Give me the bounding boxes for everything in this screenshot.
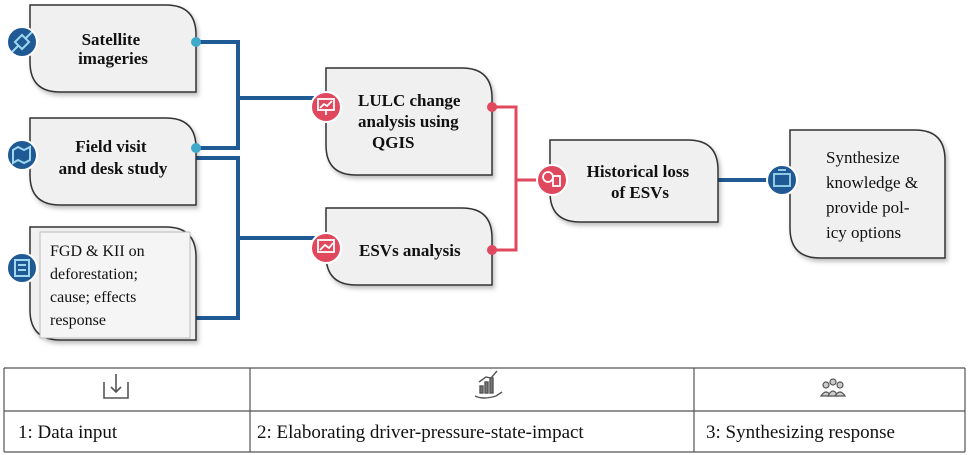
synthesize-box: Synthesize knowledge & provide pol- icy … [766, 129, 946, 259]
svg-text:Satellite imageries: Satellite imageries [78, 30, 148, 68]
analysis-box-lulc: LULC change analysis using QGIS [310, 67, 497, 176]
connector-lulc-to-historical [492, 105, 540, 182]
stage-table: 1: Data input 2: Elaborating driver-pres… [3, 367, 966, 453]
satellite-line-2: imageries [78, 49, 148, 68]
svg-text:Field visit and desk stu: Field visit and desk study [59, 137, 168, 178]
historical-line-2: of ESVs [611, 183, 669, 202]
synthesize-line-2: knowledge & [826, 173, 918, 192]
checklist-icon [6, 252, 38, 284]
svg-text:LULC change analysis usi: LULC change analysis using QGIS [358, 91, 465, 152]
fgd-line-4: response [50, 312, 106, 329]
lulc-line-2: analysis using [358, 112, 459, 131]
connector-field-to-esv [196, 156, 316, 240]
connector-field-to-lulc [196, 98, 240, 150]
fgd-line-1: FGD & KII on [50, 243, 145, 260]
connector-esv-to-historical [492, 180, 518, 252]
satellite-icon [6, 26, 38, 58]
lulc-line-3: QGIS [372, 133, 415, 152]
stage-1-label: 1: Data input [18, 422, 118, 443]
stage-3-label: 3: Synthesizing response [706, 422, 895, 443]
fgd-line-2: deforestation; [50, 266, 138, 283]
historical-line-1: Historical loss [587, 162, 690, 181]
field-line-2: and desk study [59, 159, 168, 178]
satellite-line-1: Satellite [82, 30, 141, 49]
lulc-line-1: LULC change [358, 91, 461, 110]
svg-text:Historical loss of ESVs: Historical loss of ESVs [587, 162, 694, 202]
esv-label: ESVs analysis [359, 241, 461, 260]
synthesize-line-3: provide pol- [826, 198, 910, 217]
input-box-fgd: FGD & KII on deforestation; cause; effec… [6, 226, 197, 341]
analysis-box-esv: ESVs analysis [310, 207, 497, 286]
people-group-icon [819, 378, 847, 397]
download-tray-icon [103, 374, 129, 399]
growth-hand-icon [474, 370, 503, 399]
svg-text:FGD & KII on deforestati: FGD & KII on deforestation; cause; effec… [50, 243, 149, 329]
input-box-satellite: Satellite imageries [6, 4, 201, 93]
chart-board-icon [310, 91, 342, 123]
svg-text:Synthesize knowledge &: Synthesize knowledge & provide pol- icy … [826, 148, 922, 242]
input-box-field: Field visit and desk study [6, 117, 201, 206]
analysis-chart-icon [310, 232, 342, 264]
map-icon [6, 139, 38, 171]
stage-2-label: 2: Elaborating driver-pressure-state-imp… [257, 422, 584, 443]
synthesize-line-1: Synthesize [826, 148, 900, 167]
policy-folder-icon [766, 164, 798, 196]
pink-connectors [492, 105, 540, 252]
historical-box: Historical loss of ESVs [536, 139, 719, 223]
synthesize-line-4: icy options [826, 223, 901, 242]
field-line-1: Field visit [75, 137, 147, 156]
fgd-line-3: cause; effects [50, 289, 136, 306]
connector-satellite-to-lulc [196, 40, 316, 100]
